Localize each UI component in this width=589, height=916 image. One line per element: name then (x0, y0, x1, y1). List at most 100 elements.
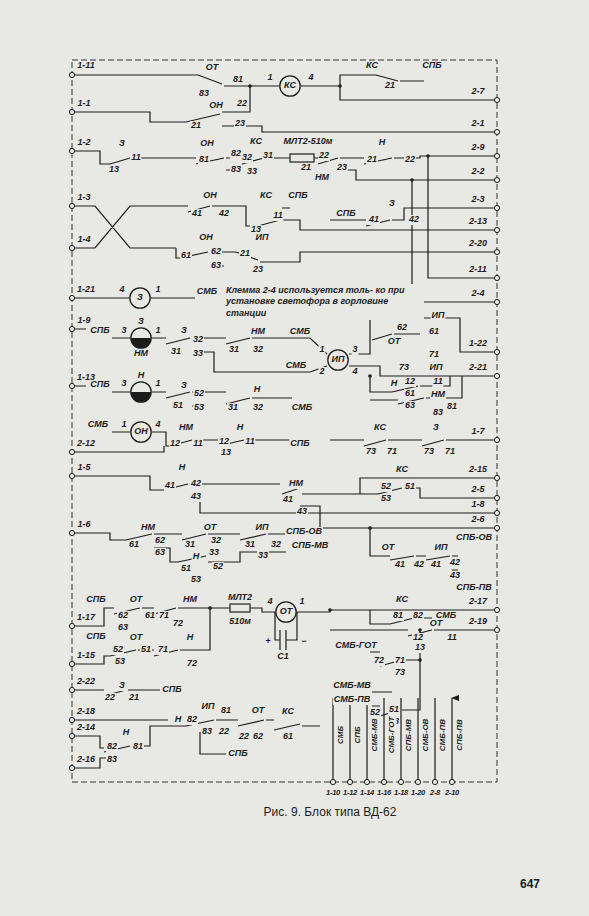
figure-caption: Рис. 9. Блок типа ВД-62 (264, 805, 397, 819)
schematic-label: 12 (218, 437, 230, 447)
schematic-label: Н (178, 463, 187, 473)
schematic-label: 62 (154, 536, 166, 546)
terminal-label: 2-12 (76, 439, 96, 449)
schematic-label: 12 (404, 377, 416, 387)
schematic-label: НМ (250, 327, 266, 337)
schematic-label: 21 (190, 121, 202, 131)
schematic-label: 81 (446, 402, 458, 412)
terminal-label: 2-4 (470, 289, 485, 299)
terminal-label: 1-2 (76, 138, 91, 148)
schematic-label: 22 (218, 727, 230, 737)
schematic-label: Н (390, 379, 399, 389)
schematic-label: ОТ (205, 63, 220, 73)
schematic-label: ОТ (129, 633, 144, 643)
schematic-label: 52 (380, 482, 392, 492)
terminal-label: 2-11 (468, 265, 487, 275)
schematic-label: 53 (380, 494, 392, 504)
terminal-label: 2-21 (468, 363, 488, 373)
schematic-label: 13 (414, 643, 426, 653)
schematic-label: 53 (193, 403, 205, 413)
schematic-label: 1 (154, 326, 161, 336)
schematic-label: НМ (140, 523, 156, 533)
schematic-label: 83 (201, 727, 213, 737)
schematic-label: 31 (227, 403, 239, 413)
schematic-label: 72 (172, 619, 184, 629)
schematic-label: 22 (104, 693, 116, 703)
schematic-label: 71 (386, 447, 398, 457)
schematic-label: 61 (180, 251, 192, 261)
schematic-label: МЛТ2 (227, 593, 253, 603)
schematic-label: З (118, 681, 126, 691)
schematic-label: 41 (394, 560, 406, 570)
schematic-label: 82 (186, 715, 198, 725)
schematic-label: 22 (318, 151, 330, 161)
schematic-label: НМ (430, 390, 446, 400)
terminal-label: 2-15 (468, 465, 488, 475)
schematic-label: 11 (272, 211, 283, 221)
schematic-label: СМБ (196, 287, 218, 297)
terminal-label: 2-9 (470, 143, 485, 153)
coil-name: Н (138, 371, 145, 381)
schematic-label: 52 (212, 562, 224, 572)
schematic-label: 62 (396, 323, 408, 333)
schematic-label: 41 (282, 495, 294, 505)
schematic-label: СМБ-ОВ (422, 718, 431, 753)
relay-coil: ОН (130, 421, 152, 443)
schematic-label: 12 (412, 633, 424, 643)
schematic-label: 32 (252, 345, 264, 355)
schematic-label: СПБ (89, 326, 110, 336)
schematic-label: СПБ-ПВ (455, 583, 492, 593)
schematic-label: − (300, 637, 307, 647)
schematic-label: 11 (446, 633, 457, 643)
terminal-label: 2-16 (76, 755, 96, 765)
schematic-label: 4 (351, 367, 358, 377)
schematic-label: КС (395, 595, 409, 605)
note-text: Клемма 2-4 используется толь- ко при уст… (224, 284, 424, 320)
terminal-label: 2-8 (429, 789, 441, 797)
schematic-label: Н (174, 715, 183, 725)
relay-coil: ЗНМ (130, 317, 152, 359)
schematic-label: 71 (158, 611, 170, 621)
schematic-label: 32 (241, 153, 253, 163)
schematic-label: СМБ (337, 725, 346, 745)
schematic-label: СМБ-МВ (332, 681, 371, 691)
terminal-label: 2-14 (76, 723, 96, 733)
coil-outline (130, 381, 152, 403)
schematic-label: ОТ (429, 619, 444, 629)
coil-name: ОН (134, 427, 148, 437)
schematic-label: 83 (198, 89, 210, 99)
terminal-label: 2-1 (470, 119, 485, 129)
schematic-label: СПБ (289, 439, 310, 449)
schematic-label: НМ (178, 423, 194, 433)
schematic-label: 33 (192, 349, 204, 359)
coil-text-box: КС (284, 81, 296, 91)
schematic-label: 61 (428, 327, 440, 337)
schematic-label: 31 (244, 540, 256, 550)
schematic-label: 22 (404, 155, 416, 165)
schematic-label: 21 (366, 155, 378, 165)
schematic-label: 73 (423, 447, 435, 457)
terminal-label: 1-17 (76, 613, 96, 623)
schematic-label: 51 (180, 564, 192, 574)
terminal-label: 2-18 (76, 707, 96, 717)
terminal-label: 2-10 (444, 789, 460, 797)
schematic-label: 21 (300, 163, 312, 173)
schematic-label: 43 (190, 492, 202, 502)
schematic-label: 1 (120, 420, 127, 430)
schematic-label: + (264, 637, 271, 647)
schematic-label: 83 (230, 165, 242, 175)
schematic-label: 11 (432, 377, 443, 387)
schematic-label: 51 (388, 705, 400, 715)
schematic-label: 43 (449, 571, 461, 581)
schematic-label: 61 (128, 540, 140, 550)
schematic-label: СМБ-МВ (371, 717, 380, 752)
schematic-label: З (180, 381, 188, 391)
schematic-label: 42 (449, 558, 461, 568)
schematic-label: 82 (106, 742, 118, 752)
schematic-label: 31 (170, 347, 182, 357)
schematic-label: 42 (408, 215, 420, 225)
schematic-label: ОН (199, 139, 215, 149)
terminal-label: 1-22 (468, 339, 488, 349)
terminal-label: 1-5 (76, 463, 91, 473)
schematic-label: 33 (246, 167, 258, 177)
